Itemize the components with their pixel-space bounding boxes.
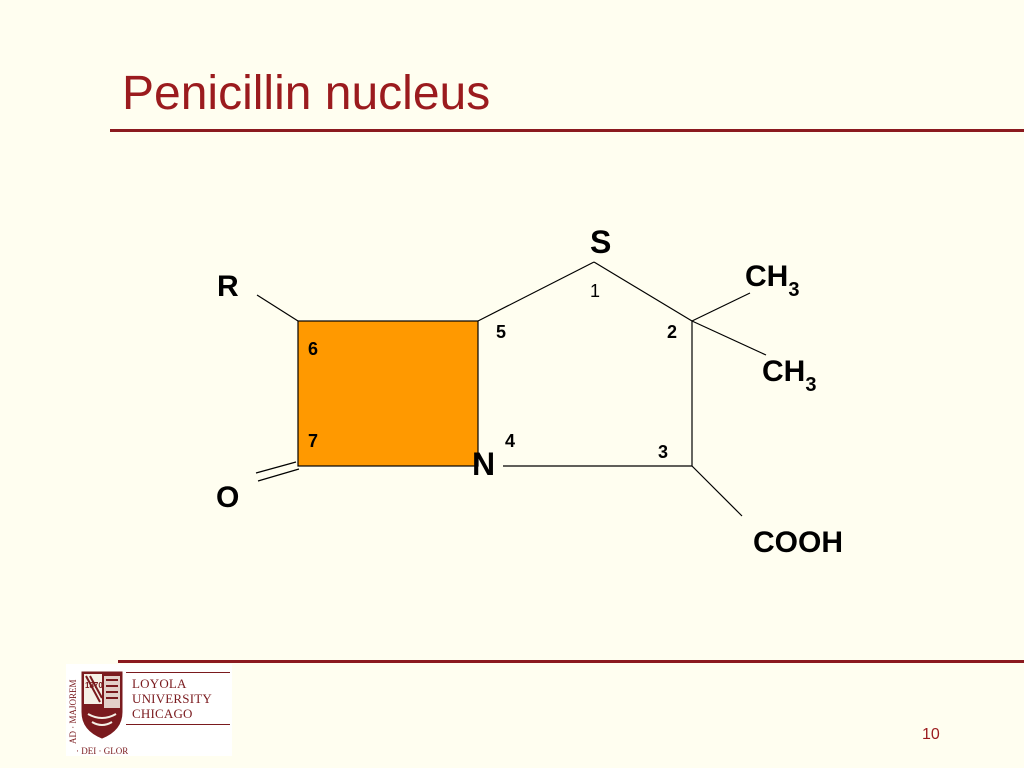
bond-c6-r — [256, 294, 299, 322]
page-number: 10 — [922, 726, 940, 743]
atom-ch3-bottom-label: CH3 — [762, 355, 816, 396]
logo-wordmark: LOYOLA UNIVERSITY CHICAGO — [132, 676, 230, 721]
ring-position-2: 2 — [667, 322, 677, 342]
logo-line-3: CHICAGO — [132, 706, 193, 721]
ch3-top-text: CH — [745, 260, 788, 293]
bond-c7-o-double-2 — [257, 468, 300, 482]
seal-motto-left: AD · MAJOREM — [68, 679, 78, 744]
bond-c7-o-double-1 — [255, 461, 297, 474]
atom-o-label: O — [216, 481, 239, 514]
ring-position-7: 7 — [308, 431, 318, 451]
atom-ch3-top-label: CH3 — [745, 260, 799, 301]
atom-cooh-label: COOH — [753, 526, 843, 559]
ring-position-3: 3 — [658, 442, 668, 462]
bond-c3-cooh — [691, 465, 743, 517]
logo-line-2: UNIVERSITY — [132, 691, 212, 706]
beta-lactam-ring — [297, 320, 479, 467]
atom-r-label: R — [217, 270, 239, 303]
bond-s1-c2 — [593, 261, 693, 322]
seal-year: 1870 — [85, 681, 103, 690]
slide-title: Penicillin nucleus — [122, 67, 491, 120]
atom-n-label: N — [472, 446, 495, 482]
bond-c5-s1 — [477, 261, 595, 322]
ring-position-5: 5 — [496, 322, 506, 342]
seal-motto-bottom: · DEI · GLORIAM — [76, 746, 128, 756]
bond-c2-ch3-bottom — [691, 320, 767, 356]
title-divider — [110, 129, 1024, 132]
logo-rule-bottom — [126, 724, 230, 725]
loyola-logo: AD · MAJOREM · DEI · GLORIAM 1870 — [66, 664, 232, 756]
ch3-top-subscript: 3 — [788, 279, 799, 301]
logo-line-1: LOYOLA — [132, 676, 187, 691]
ch3-bottom-text: CH — [762, 355, 805, 388]
logo-rule-top — [126, 672, 230, 673]
university-seal-icon: AD · MAJOREM · DEI · GLORIAM 1870 — [68, 671, 128, 756]
atom-s-label: S — [590, 224, 611, 260]
ring-position-1: 1 — [590, 281, 600, 301]
ch3-bottom-subscript: 3 — [805, 374, 816, 396]
footer-divider — [118, 660, 1024, 663]
bond-c2-ch3-top — [691, 292, 751, 322]
ring-position-4: 4 — [505, 431, 515, 451]
ring-position-6: 6 — [308, 339, 318, 359]
